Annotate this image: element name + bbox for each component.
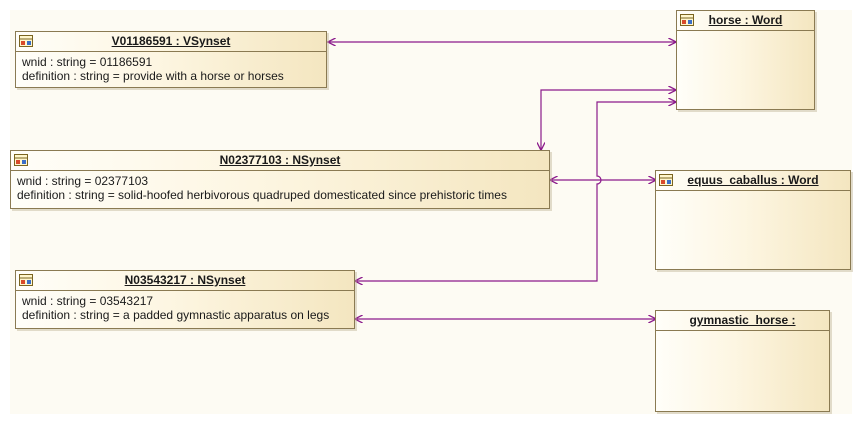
object-attributes: wnid : string = 03543217 definition : st… [16,291,354,322]
class-object-icon [659,174,673,186]
object-title: V01186591 : VSynset [111,34,231,48]
object-title: equus_caballus : Word [687,173,819,187]
object-header: N03543217 : NSynset [16,271,354,291]
object-title: N03543217 : NSynset [124,273,246,287]
attribute-definition: definition : string = provide with a hor… [22,69,284,83]
object-n03543217[interactable]: N03543217 : NSynset wnid : string = 0354… [15,270,355,329]
class-object-icon [19,274,33,286]
object-attributes: wnid : string = 01186591 definition : st… [16,52,326,83]
object-equus-caballus[interactable]: equus_caballus : Word [655,170,851,270]
class-object-icon [14,154,28,166]
object-header: gymnastic_horse : [656,311,829,331]
class-object-icon [680,14,694,26]
object-header: equus_caballus : Word [656,171,850,191]
object-header: horse : Word [677,11,814,31]
object-header: V01186591 : VSynset [16,32,326,52]
class-object-icon [19,35,33,47]
object-v01186591[interactable]: V01186591 : VSynset wnid : string = 0118… [15,31,327,88]
attribute-wnid: wnid : string = 03543217 [22,294,154,308]
attribute-wnid: wnid : string = 01186591 [22,55,153,69]
attribute-wnid: wnid : string = 02377103 [17,174,149,188]
object-gymnastic-horse[interactable]: gymnastic_horse : [655,310,830,412]
object-n02377103[interactable]: N02377103 : NSynset wnid : string = 0237… [10,150,550,209]
object-title: horse : Word [708,13,783,27]
object-title: gymnastic_horse : [689,313,796,327]
attribute-definition: definition : string = a padded gymnastic… [22,308,330,322]
object-horse[interactable]: horse : Word [676,10,815,110]
object-title: N02377103 : NSynset [219,153,341,167]
attribute-definition: definition : string = solid-hoofed herbi… [17,188,507,202]
object-attributes: wnid : string = 02377103 definition : st… [11,171,549,202]
object-header: N02377103 : NSynset [11,151,549,171]
